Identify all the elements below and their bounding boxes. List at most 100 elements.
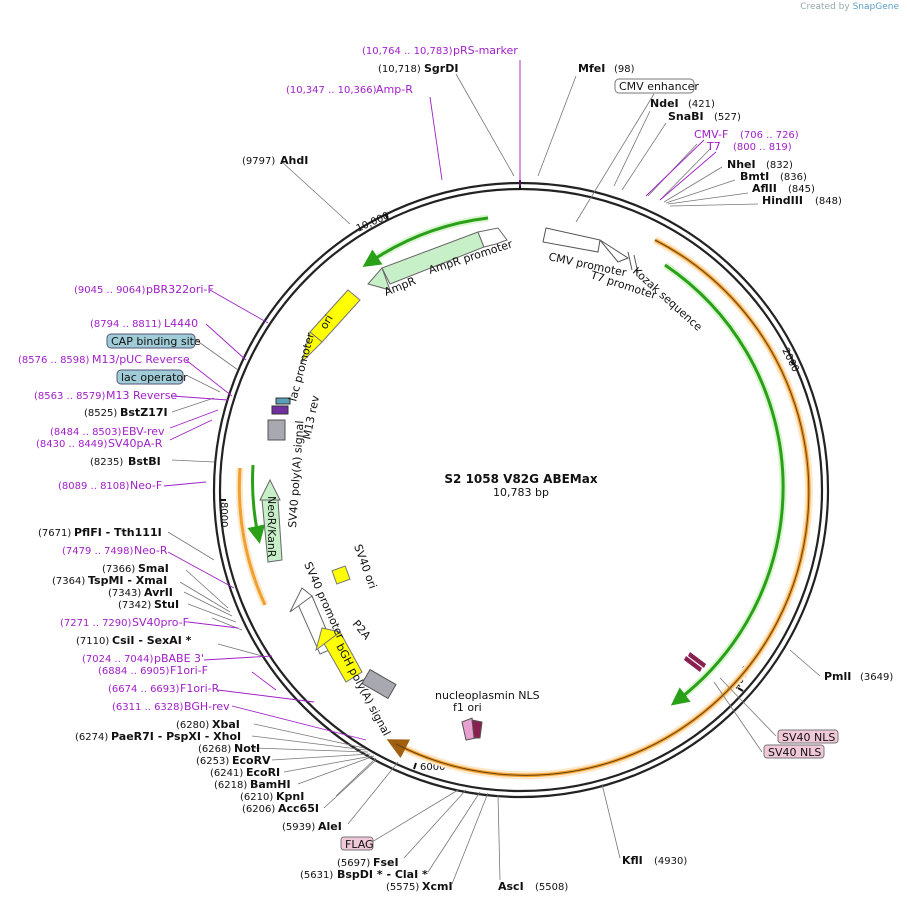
svg-text:(98): (98) (614, 64, 635, 75)
svg-text:(5939): (5939) (282, 822, 315, 833)
box-lac-operator (116, 369, 184, 385)
abe-arc-green (664, 263, 785, 706)
svg-text:(8525): (8525) (84, 408, 117, 419)
label-f1ori-r: F1ori-R (180, 682, 220, 695)
tick-10000: 10,000 (355, 210, 391, 234)
label-neo-f: Neo-F (130, 479, 162, 492)
label-bamhi: BamHI (250, 778, 291, 791)
label-sv40pro-f: SV40pro-F (132, 616, 189, 629)
label-pbabe3: pBABE 3' (154, 652, 204, 665)
neo-orf-orange (237, 467, 267, 606)
label-bmti: BmtI (740, 170, 769, 183)
label-l4440: L4440 (164, 317, 198, 330)
svg-text:(7364): (7364) (52, 576, 85, 587)
label-smai: SmaI (138, 562, 169, 575)
feature-ampr-arrow (367, 227, 508, 291)
svg-text:(6268): (6268) (198, 744, 231, 755)
svg-text:(7342): (7342) (118, 600, 151, 611)
label-xcmi: XcmI (422, 880, 453, 893)
label-ori: ori (317, 313, 335, 332)
orf-arc-dark (395, 239, 810, 776)
label-fsei: FseI (373, 856, 399, 869)
svg-text:(836): (836) (780, 172, 807, 183)
label-kpni: KpnI (276, 790, 304, 803)
label-amp-r: Amp-R (376, 83, 413, 96)
label-sv40pa-r: SV40pA-R (108, 437, 163, 450)
svg-text:(9045 .. 9064): (9045 .. 9064) (74, 285, 146, 296)
label-lac-operator: lac operator (121, 371, 188, 384)
label-flag: FLAG (345, 838, 374, 851)
label-stui: StuI (154, 598, 179, 611)
snapgene-credit: Created by SnapGene (800, 2, 899, 12)
svg-text:(5697): (5697) (337, 858, 370, 869)
label-pmli: PmlI (824, 670, 851, 683)
svg-text:(706 .. 726): (706 .. 726) (740, 130, 799, 141)
label-lac-promoter: lac promoter (286, 331, 317, 403)
label-ecori: EcoRI (246, 766, 280, 779)
svg-text:(5631): (5631) (300, 870, 333, 881)
feature-lac-blocks (267, 397, 291, 441)
box-flag (340, 836, 374, 851)
svg-text:(7110): (7110) (76, 636, 109, 647)
svg-text:(7271 .. 7290): (7271 .. 7290) (60, 618, 132, 629)
site-labels: MfeI (98) CMV enhancer NdeI (421) SnaBI … (18, 44, 893, 893)
label-cmv-enhancer: CMV enhancer (619, 80, 699, 93)
label-sv40-polya: SV40 poly(A) signal (286, 420, 306, 528)
svg-text:(6311 .. 6328): (6311 .. 6328) (112, 702, 184, 713)
svg-text:(8794 .. 8811): (8794 .. 8811) (90, 319, 162, 330)
label-ecorv: EcoRV (232, 754, 271, 767)
feature-cmv-promoter (542, 227, 639, 274)
svg-text:(8563 .. 8579): (8563 .. 8579) (34, 391, 106, 402)
svg-text:(10,347 .. 10,366): (10,347 .. 10,366) (286, 85, 377, 96)
svg-text:10,000: 10,000 (355, 210, 391, 234)
svg-text:(7479 .. 7498): (7479 .. 7498) (62, 546, 134, 557)
svg-text:(6274): (6274) (75, 732, 108, 743)
svg-text:(5508): (5508) (535, 882, 568, 893)
label-bgh-polya: P2A (350, 618, 374, 643)
label-f1ori-f: F1ori-F (170, 664, 208, 677)
label-aflii: AflII (752, 182, 777, 195)
svg-text:(8235): (8235) (90, 457, 123, 468)
plasmid-size: 10,783 bp (493, 486, 549, 499)
label-pbr322ori-f: pBR322ori-F (146, 283, 214, 296)
label-sv40-nls-2: SV40 NLS (768, 746, 821, 759)
svg-text:(7671): (7671) (38, 528, 71, 539)
label-neor-kanr: NeoR/KanR (265, 496, 278, 558)
neo-orf-green (247, 464, 266, 544)
label-kfli: KflI (622, 854, 643, 867)
primer-leaders (163, 60, 717, 741)
label-bstbi: BstBI (128, 455, 161, 468)
svg-text:(8089 .. 8108): (8089 .. 8108) (58, 481, 130, 492)
label-sv40-ori: SV40 ori (351, 543, 379, 591)
svg-text:(6253): (6253) (196, 756, 229, 767)
svg-text:(7343): (7343) (108, 588, 141, 599)
label-ahdi: AhdI (280, 154, 308, 167)
svg-text:(6674 .. 6693): (6674 .. 6693) (108, 684, 180, 695)
leader-lines (167, 73, 821, 885)
label-bstz17i: BstZ17I (120, 406, 168, 419)
label-csii-sexai: CsiI - SexAI * (112, 634, 192, 647)
svg-text:(527): (527) (714, 112, 741, 123)
feature-bgh (361, 668, 397, 700)
label-hindiii: HindIII (762, 194, 803, 207)
label-neo-r: Neo-R (134, 544, 168, 557)
label-cmv-f: CMV-F (694, 128, 728, 141)
label-pflfi-tth111i: PflFI - Tth111I (74, 526, 162, 539)
box-cap-binding-site (106, 333, 196, 349)
label-bspdi-clai: BspDI * - ClaI * (337, 868, 428, 881)
svg-text:(7024 .. 7044): (7024 .. 7044) (82, 654, 154, 665)
box-cmv-enhancer (614, 78, 695, 94)
label-t7: T7 (706, 140, 721, 153)
svg-text:6000: 6000 (420, 762, 445, 773)
label-alei: AleI (318, 820, 342, 833)
feature-ori-arrow (301, 289, 361, 364)
label-snabi: SnaBI (668, 110, 704, 123)
label-m13-puc-reverse: M13/pUC Reverse (92, 353, 190, 366)
svg-text:(10,764 .. 10,783): (10,764 .. 10,783) (362, 46, 453, 57)
label-sgrdi: SgrDI (424, 62, 458, 75)
label-ebv-rev: EBV-rev (122, 425, 165, 438)
label-mfei: MfeI (578, 62, 605, 75)
svg-text:(6241): (6241) (210, 768, 243, 779)
feature-f1ori (315, 627, 363, 683)
